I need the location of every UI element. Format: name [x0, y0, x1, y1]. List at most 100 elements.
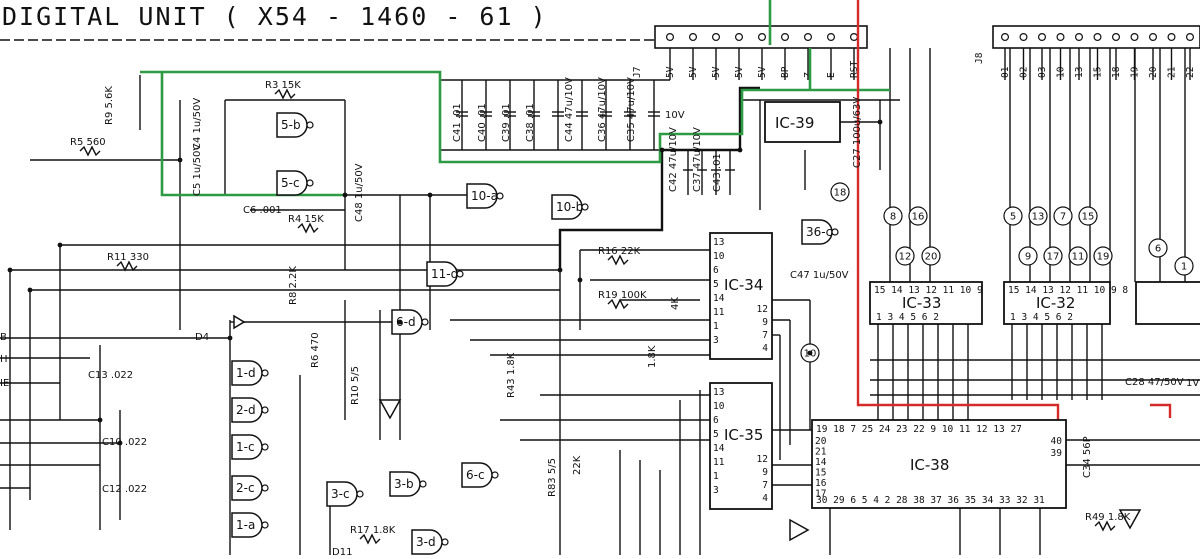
gate-5-b: 5-b	[276, 112, 314, 138]
resistor-label: R9 5.6K	[104, 86, 115, 125]
j7-pin-label: E	[826, 72, 837, 78]
j8-pin	[1093, 32, 1102, 41]
capacitor-label: C42 47u/10V	[668, 127, 679, 192]
resistor-label: R83 5/5	[547, 458, 558, 497]
capacitor-label: C13 .022	[88, 370, 133, 381]
node-16: 16	[908, 206, 928, 226]
gate-label: 5-c	[281, 176, 300, 190]
gate-2-c: 2-c	[231, 475, 269, 501]
chip-pin: 10	[713, 401, 725, 412]
node-label: 9	[1025, 252, 1031, 263]
chip-pin: 9	[762, 317, 768, 328]
capacitor-label: C37 47u/10V	[692, 127, 703, 192]
misc-label: B	[0, 332, 7, 343]
svg-text:IC-39: IC-39	[775, 114, 814, 132]
gate-label: 3-c	[331, 487, 350, 501]
chip-ic-32: IC-32 15 14 13 12 11 10 9 8 1 3 4 5 6 2	[1003, 281, 1128, 325]
j7-pin-label: 5V	[757, 66, 768, 78]
gate-label: 3-d	[416, 535, 436, 549]
j7-label: J7	[632, 67, 643, 78]
j8-pin-label: 03	[1037, 67, 1048, 78]
j7-pin-label: Z	[803, 72, 814, 78]
svg-text:IC-34: IC-34	[724, 276, 763, 294]
chip-pin: 14	[713, 293, 725, 304]
resistor-label: 4K	[670, 297, 681, 310]
j8-pin-label: 13	[1074, 67, 1085, 78]
capacitor-label: C39 .01	[501, 103, 512, 142]
resistor-label: R10 5/5	[350, 366, 361, 405]
j8-pin-label: 02	[1019, 67, 1030, 78]
capacitor-label: C34 56P	[1082, 436, 1093, 478]
j8-label: J8	[974, 52, 985, 64]
svg-text:IC-35: IC-35	[724, 426, 763, 444]
misc-label: D4	[195, 332, 209, 343]
gate-10-b: 10-b	[551, 194, 589, 220]
chip-ic-38: IC-38 19 18 7 25 24 23 22 9 10 11 12 13 …	[811, 419, 1067, 509]
capacitor-label: C27 100u/63V	[852, 97, 863, 168]
junction-dot	[659, 147, 665, 153]
node-label: 13	[1032, 212, 1045, 223]
j8-pin-label: 22	[1185, 67, 1196, 78]
j7-pin-label: BP	[780, 66, 791, 78]
chip-pin: 40	[1051, 436, 1063, 447]
capacitor-label: C35 47u/10V	[626, 77, 637, 142]
j8-pin	[1185, 32, 1194, 41]
node-label: 6	[1155, 244, 1161, 255]
junction-dot	[877, 119, 883, 125]
capacitor-label: C28 47/50V	[1125, 377, 1184, 388]
chip-pin: 6	[713, 415, 719, 426]
resistor-label: R49 1.8K	[1085, 512, 1131, 523]
resistor-label: 22K	[572, 455, 583, 475]
node-13: 13	[1028, 206, 1048, 226]
svg-text:19 18 7 25 24 23 22 9 10 11: 19 18 7 25 24 23 22 9 10 11 12 13 27	[816, 424, 1022, 435]
chip-pin: 1	[713, 471, 719, 482]
chip-pin: 13	[713, 237, 724, 248]
chip-pin: 15	[815, 468, 826, 479]
j7-pin	[711, 32, 720, 41]
chip-pin: 3	[713, 485, 719, 496]
gate-1-d: 1-d	[231, 360, 269, 386]
misc-label: IE	[0, 378, 9, 389]
chip-pin: 12	[757, 454, 768, 465]
node-11: 11	[1068, 246, 1088, 266]
chip-pin: 3	[713, 335, 719, 346]
node-label: 15	[1082, 212, 1095, 223]
junction-dot	[397, 319, 403, 325]
j7-pin-label: 5V	[688, 66, 699, 78]
junction-dot	[7, 267, 13, 273]
chip-pin: 20	[815, 436, 827, 447]
capacitor-label: C41 .01	[452, 103, 463, 142]
misc-label: D11	[332, 547, 352, 558]
resistor-label: R5 560	[70, 137, 106, 148]
wiring	[0, 48, 1200, 555]
gate-10-a: 10-a	[466, 183, 504, 209]
j8-pin	[1037, 32, 1046, 41]
j8-pin-label: 21	[1167, 66, 1178, 78]
chip-pin: 14	[815, 457, 827, 468]
resistor-label: R6 470	[310, 332, 321, 368]
j8-pin	[1074, 32, 1083, 41]
junction-dot	[557, 267, 563, 273]
trace-green-main	[140, 70, 890, 164]
gate-label: 1-d	[236, 366, 256, 380]
node-label: 19	[1097, 252, 1110, 263]
gate-3-d: 3-d	[411, 529, 449, 555]
gate-label: 10-b	[556, 200, 583, 214]
node-7: 7	[1053, 206, 1073, 226]
node-label: 7	[1060, 212, 1066, 223]
junction-dot	[177, 157, 183, 163]
node-12: 12	[895, 246, 915, 266]
j7-pin	[734, 32, 743, 41]
capacitor-label: C44 47u/10V	[564, 77, 575, 142]
gate-label: 2-c	[236, 481, 255, 495]
gate-36-c: 36-c	[801, 219, 839, 245]
resistor-label: R8 2.2K	[288, 266, 299, 305]
resistor-label: R4 15K	[288, 214, 324, 225]
capacitor-label: C4 1u/50V	[192, 98, 203, 150]
node-label: 1	[1181, 262, 1187, 273]
junction-dot	[807, 350, 813, 356]
junction-dot	[117, 440, 123, 446]
gate-1-c: 1-c	[231, 434, 269, 460]
chip-pin: 16	[815, 478, 827, 489]
gate-label: 3-b	[394, 477, 414, 491]
